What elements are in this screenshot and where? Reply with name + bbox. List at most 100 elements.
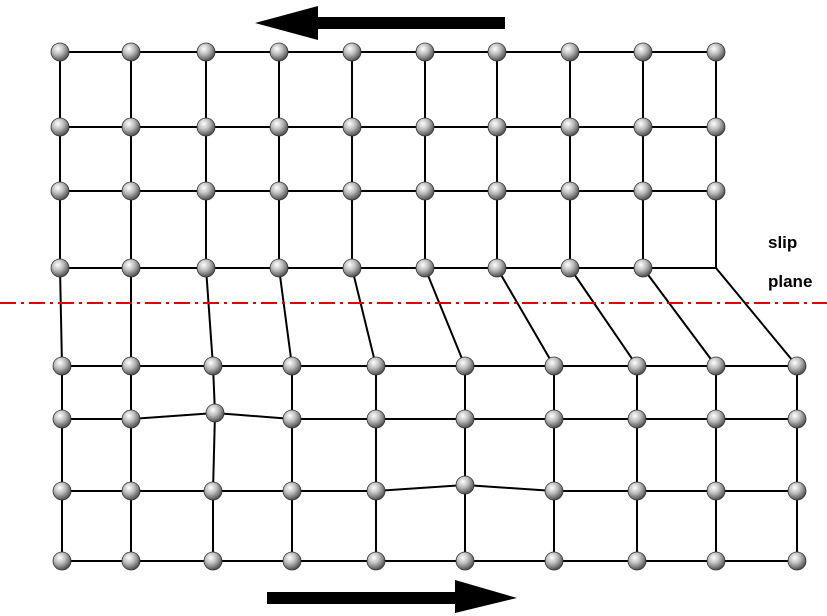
atom <box>455 356 475 376</box>
atom <box>706 117 726 137</box>
bond <box>642 267 717 367</box>
atom <box>282 481 302 501</box>
atom <box>560 258 580 278</box>
atom <box>544 551 564 571</box>
atom <box>706 181 726 201</box>
atom <box>269 181 289 201</box>
atom <box>706 551 726 571</box>
atom <box>560 42 580 62</box>
atom <box>50 42 70 62</box>
bond <box>214 412 293 420</box>
atom <box>455 409 475 429</box>
atom <box>205 403 225 423</box>
atom <box>627 551 647 571</box>
atom <box>121 356 141 376</box>
top-shear-arrow <box>255 6 505 40</box>
atom <box>633 258 653 278</box>
atom <box>415 181 435 201</box>
atom <box>706 42 726 62</box>
atom <box>366 409 386 429</box>
bond <box>715 267 798 367</box>
atom <box>196 181 216 201</box>
atom <box>196 42 216 62</box>
atom <box>121 181 141 201</box>
atom <box>560 117 580 137</box>
lattice-atoms <box>50 42 807 571</box>
atom <box>366 356 386 376</box>
bond <box>130 412 216 420</box>
atom <box>787 551 807 571</box>
atom <box>50 181 70 201</box>
atom <box>50 258 70 278</box>
atom <box>269 42 289 62</box>
lattice-bonds <box>59 51 798 562</box>
atom <box>342 117 362 137</box>
atom <box>282 409 302 429</box>
atom <box>366 551 386 571</box>
atom <box>627 481 647 501</box>
atom <box>121 42 141 62</box>
slip-label: slip <box>768 233 798 252</box>
bond <box>496 267 555 367</box>
atom <box>196 117 216 137</box>
atom <box>627 409 647 429</box>
bond <box>205 267 214 367</box>
atom <box>121 551 141 571</box>
atom <box>121 481 141 501</box>
atom <box>342 181 362 201</box>
bond <box>351 267 377 367</box>
atom <box>52 481 72 501</box>
atom <box>544 409 564 429</box>
atom <box>787 409 807 429</box>
bond <box>464 484 555 492</box>
atom <box>706 481 726 501</box>
atom <box>487 181 507 201</box>
atom <box>487 42 507 62</box>
bond <box>569 267 638 367</box>
atom <box>706 409 726 429</box>
atom <box>121 117 141 137</box>
atom <box>342 258 362 278</box>
bond <box>375 484 466 492</box>
atom <box>282 551 302 571</box>
atom <box>487 117 507 137</box>
atom <box>203 551 223 571</box>
atom <box>121 409 141 429</box>
atom <box>203 481 223 501</box>
atom <box>487 258 507 278</box>
atom <box>455 475 475 495</box>
atom <box>787 356 807 376</box>
atom <box>50 117 70 137</box>
atom <box>633 117 653 137</box>
atom <box>366 481 386 501</box>
atom <box>415 117 435 137</box>
atom <box>196 258 216 278</box>
bottom-shear-arrow <box>267 580 517 613</box>
bond <box>424 267 466 367</box>
bond <box>59 267 63 367</box>
atom <box>415 42 435 62</box>
atom <box>269 258 289 278</box>
bond <box>278 267 293 367</box>
atom <box>52 551 72 571</box>
atom <box>633 42 653 62</box>
atom <box>282 356 302 376</box>
atom <box>787 481 807 501</box>
atom <box>52 356 72 376</box>
atom <box>633 181 653 201</box>
atom <box>269 117 289 137</box>
atom <box>415 258 435 278</box>
atom <box>544 481 564 501</box>
atom <box>121 258 141 278</box>
bond <box>212 412 216 492</box>
atom <box>203 356 223 376</box>
plane-label: plane <box>768 272 813 291</box>
atom <box>342 42 362 62</box>
atom <box>706 356 726 376</box>
atom <box>544 356 564 376</box>
atom <box>627 356 647 376</box>
atom <box>52 409 72 429</box>
atom <box>560 181 580 201</box>
atom <box>455 551 475 571</box>
